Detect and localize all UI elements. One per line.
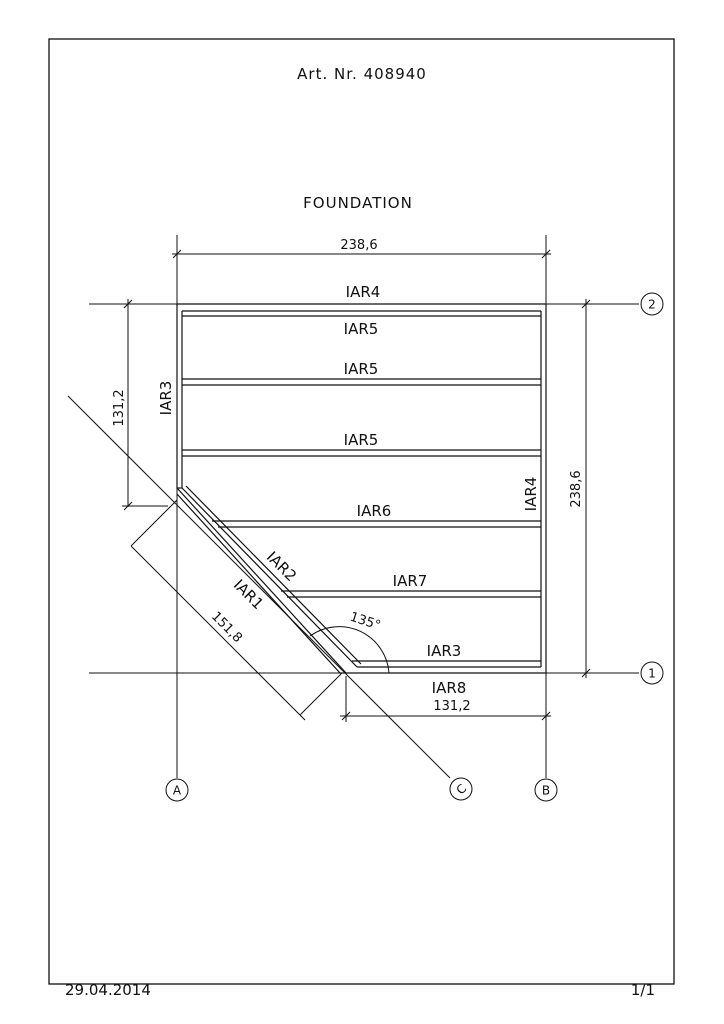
dim-left-tick-top [123,299,133,309]
frame [176,303,547,674]
grid-bubble-c [449,777,473,801]
member-labels: IAR4 IAR5 IAR5 IAR5 IAR6 IAR7 IAR3 IAR3 … [157,283,540,697]
diagonal-beam-inner [181,487,358,668]
grid-bubble-a [165,778,189,802]
dim-right-tick-top [581,299,591,309]
dim-bottom-tick-a [341,711,351,721]
diagonal-beam-outer [176,487,347,674]
dim-bottom-tick-b [541,711,551,721]
label-joist-3: IAR5 [344,431,379,449]
dim-bottom-width: 131,2 [433,699,470,714]
footer-page: 1/1 [631,981,655,999]
grid-line-c [67,395,451,779]
grid-label-b: B [542,784,550,798]
dim-diag-ext-bottom [299,672,343,716]
dim-diag-line [130,545,306,721]
sheet-border [48,38,675,985]
label-joist-5: IAR7 [393,572,428,590]
label-right-beam: IAR4 [522,477,540,512]
grid-label-1: 1 [648,667,656,681]
dim-diagonal: 151,8 [208,609,245,646]
grid-bubble-1 [640,661,664,685]
grid-bubbles: 2 1 A B C [165,292,664,802]
label-top-beam: IAR4 [346,283,381,301]
label-bottom-beam: IAR8 [432,679,467,697]
label-diag-inner: IAR2 [263,548,300,585]
drawing-title: FOUNDATION [303,194,413,212]
grid-bubble-2 [640,292,664,316]
dim-right-height: 238,6 [569,470,584,507]
diagonal-beam-inner2 [185,485,362,665]
dim-top-tick-b [541,249,551,259]
dim-angle: 135° [348,610,382,634]
label-joist-6: IAR3 [427,642,462,660]
angle-arc [309,626,390,674]
dim-right-tick-bottom [581,668,591,678]
dim-top-tick-a [172,249,182,259]
grid-label-a: A [173,784,182,798]
label-left-beam: IAR3 [157,381,175,416]
grid-bubble-b [534,778,558,802]
grid-label-2: 2 [648,298,656,312]
label-joist-1: IAR5 [344,320,379,338]
dim-left-tick-bottom [123,501,133,511]
dim-top-width: 238,6 [340,238,377,253]
label-joist-2: IAR5 [344,360,379,378]
diagonal-beam-mid [176,493,341,674]
footer-date: 29.04.2014 [65,981,151,999]
article-number: Art. Nr. 408940 [297,65,427,83]
label-joist-4: IAR6 [357,502,392,520]
dim-left-height: 131,2 [112,389,127,426]
grid-label-c: C [453,781,469,797]
dim-diag-ext-top [130,499,178,547]
